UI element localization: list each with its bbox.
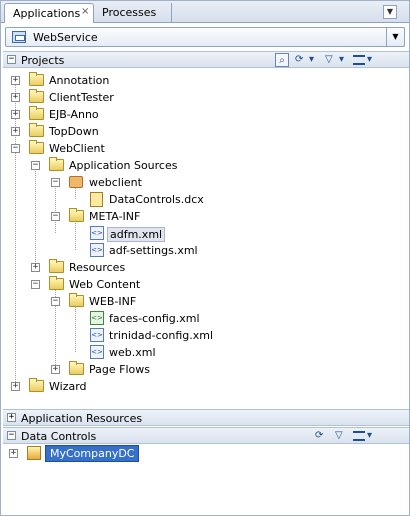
tab-processes[interactable]: Processes	[94, 3, 172, 23]
application-selector[interactable]: WebService ▼	[5, 27, 405, 47]
refresh-icon[interactable]: ⟳	[295, 54, 304, 65]
projects-title: Projects	[21, 54, 65, 67]
xml-file-icon: <>	[90, 226, 104, 240]
data-control-icon	[27, 446, 41, 460]
close-icon[interactable]: ×	[81, 6, 90, 17]
folder-icon	[69, 208, 84, 222]
tree-item-label: trinidad-config.xml	[109, 329, 214, 342]
tree-item-label: Resources	[69, 261, 126, 274]
data-control-label: MyCompanyDC	[45, 445, 140, 462]
expand-icon[interactable]: +	[11, 75, 20, 85]
tree-item-label: Wizard	[49, 380, 87, 393]
tree-item-label: webclient	[89, 176, 142, 189]
folder-icon	[49, 157, 64, 171]
application-resources-section-header[interactable]: + Application Resources	[3, 409, 409, 426]
collapse-icon[interactable]: −	[7, 54, 16, 64]
tab-menu-button[interactable]: ▼	[383, 5, 397, 19]
project-folder-icon	[29, 89, 44, 103]
tree-guide-line	[15, 80, 16, 386]
folder-icon	[49, 276, 64, 290]
application-menu-button[interactable]: ▼	[386, 28, 404, 46]
tab-bar: Applications × Processes ▼	[1, 1, 409, 23]
tree-guide-line	[75, 182, 76, 199]
tree-item-label: DataControls.dcx	[109, 193, 204, 206]
expand-icon[interactable]: +	[11, 126, 20, 136]
expand-icon[interactable]: +	[31, 262, 40, 272]
data-controls-title: Data Controls	[21, 430, 97, 443]
project-folder-icon	[29, 106, 44, 120]
project-tree: + Annotation + ClientTester + EJB-Anno +…	[3, 68, 407, 400]
tree-item-label: Annotation	[49, 74, 110, 87]
tree-guide-line	[75, 301, 76, 352]
folder-icon	[69, 361, 84, 375]
tree-item-label: faces-config.xml	[109, 312, 200, 325]
tree-guide-line	[75, 216, 76, 250]
xml-file-icon: <>	[90, 243, 104, 257]
project-folder-icon	[29, 72, 44, 86]
expand-icon[interactable]: +	[51, 364, 60, 374]
tree-item-label: ClientTester	[49, 91, 114, 104]
collapse-icon[interactable]: −	[7, 430, 16, 440]
faces-config-icon: <>	[90, 311, 104, 325]
filter-menu-icon[interactable]: ▾	[339, 54, 345, 65]
expand-icon[interactable]: +	[9, 448, 18, 458]
tree-guide-line	[55, 182, 56, 233]
tree-item-label: Web Content	[69, 278, 141, 291]
tab-processes-label: Processes	[102, 6, 157, 19]
tab-applications[interactable]: Applications ×	[4, 3, 94, 23]
folder-icon	[69, 293, 84, 307]
application-name: WebService	[33, 31, 98, 44]
tree-guide-line	[55, 284, 56, 369]
options-icon[interactable]	[353, 431, 365, 441]
tree-item-label: Page Flows	[89, 363, 150, 376]
refresh-menu-icon[interactable]: ▾	[309, 54, 315, 65]
collapse-icon[interactable]: −	[31, 279, 40, 289]
project-folder-icon	[29, 378, 44, 392]
tree-guide-line	[35, 165, 36, 272]
application-resources-title: Application Resources	[21, 412, 143, 425]
collapse-icon[interactable]: −	[31, 160, 40, 170]
search-icon[interactable]: ⌕	[275, 53, 289, 67]
tree-item-label: EJB-Anno	[49, 108, 99, 121]
data-controls-section-header[interactable]: − Data Controls ⟳ ▽ ▾	[3, 427, 409, 444]
collapse-icon[interactable]: −	[11, 143, 20, 153]
tree-item-label: adfm.xml	[107, 227, 166, 242]
expand-icon[interactable]: +	[11, 109, 20, 119]
options-menu-icon[interactable]: ▾	[367, 54, 373, 65]
options-menu-icon[interactable]: ▾	[367, 430, 373, 441]
tree-item-label: TopDown	[49, 125, 99, 138]
tree-item-label: adf-settings.xml	[109, 244, 198, 257]
expand-icon[interactable]: +	[7, 412, 16, 422]
data-controls-file-icon	[90, 192, 103, 207]
tree-item-label: WebClient	[49, 142, 105, 155]
project-folder-icon	[29, 140, 44, 154]
package-icon	[69, 176, 83, 188]
application-icon	[12, 31, 26, 43]
expand-icon[interactable]: +	[11, 92, 20, 102]
expand-icon[interactable]: +	[11, 381, 20, 391]
tree-item-label: META-INF	[89, 210, 141, 223]
xml-file-icon: <>	[90, 345, 104, 359]
tree-item-label: web.xml	[109, 346, 156, 359]
refresh-icon[interactable]: ⟳	[315, 430, 324, 441]
collapse-icon[interactable]: −	[51, 177, 60, 187]
tree-item-label: Application Sources	[69, 159, 178, 172]
xml-file-icon: <>	[90, 328, 104, 342]
data-control-item-mycompanydc[interactable]: + MyCompanyDC	[7, 445, 207, 463]
projects-section-header[interactable]: − Projects ⌕ ⟳ ▾ ▽ ▾ ▾	[3, 51, 409, 68]
collapse-icon[interactable]: −	[51, 211, 60, 221]
filter-icon[interactable]: ▽	[325, 54, 333, 65]
collapse-icon[interactable]: −	[51, 296, 60, 306]
filter-icon[interactable]: ▽	[335, 430, 343, 441]
folder-icon	[49, 259, 64, 273]
tree-item-label: WEB-INF	[89, 295, 137, 308]
tab-applications-label: Applications	[13, 7, 81, 20]
options-icon[interactable]	[353, 55, 365, 65]
project-folder-icon	[29, 123, 44, 137]
